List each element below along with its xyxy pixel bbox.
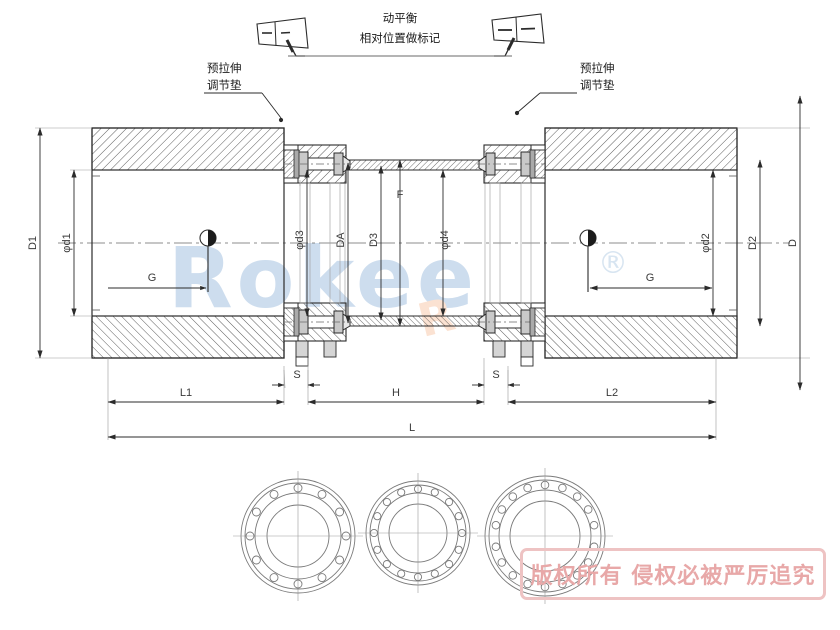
dim-label-L2: L2 [606, 387, 618, 399]
callout-left-pretension: 预拉伸 调节垫 [204, 61, 284, 123]
left-hub [91, 127, 285, 359]
dim-label-D3: D3 [368, 233, 380, 247]
top-balance-note: 动平衡 相对位置做标记 [256, 11, 545, 57]
dim-label-G-left: G [148, 272, 157, 284]
dim-label-S-right: S [492, 369, 499, 381]
top-note-line-2: 相对位置做标记 [360, 31, 441, 45]
dim-label-d2: φd2 [700, 233, 712, 252]
dim-label-D2: D2 [747, 236, 759, 250]
end-view-left-bolts [245, 483, 351, 589]
right-hub [544, 127, 738, 359]
end-view-middle [358, 473, 478, 593]
callout-right-line-2: 调节垫 [580, 78, 615, 92]
vertical-dims-right: φd2 D2 D [700, 95, 810, 391]
right-flange-assembly [477, 144, 546, 367]
dim-label-L: L [409, 422, 415, 434]
dim-label-H: H [392, 387, 400, 399]
vertical-dims-center: φd3 DA D3 F φd4 [294, 159, 451, 327]
dim-label-D1: D1 [27, 236, 39, 250]
callout-left-line-1: 预拉伸 [207, 61, 242, 75]
dim-label-d3: φd3 [294, 230, 306, 249]
end-view-middle-bolts [369, 484, 467, 582]
dim-label-S-left: S [293, 369, 300, 381]
end-view-right [477, 468, 613, 604]
end-view-left [233, 471, 363, 601]
callout-left-line-2: 调节垫 [207, 78, 242, 92]
horizontal-dims: L1 S H S L2 L [107, 358, 717, 440]
leader-G-right: G [579, 229, 713, 292]
dim-label-L1: L1 [180, 387, 192, 399]
callout-right-pretension: 预拉伸 调节垫 [514, 61, 615, 116]
leader-G-left: G [108, 229, 217, 292]
dim-label-d1: φd1 [61, 233, 73, 252]
callout-right-line-1: 预拉伸 [580, 61, 615, 75]
dim-label-G-right: G [646, 272, 655, 284]
dim-label-D: D [787, 239, 799, 247]
dim-label-F: F [397, 189, 404, 201]
end-view-right-bolts [491, 480, 599, 592]
vertical-dims-left: D1 φd1 [27, 127, 92, 359]
dim-label-d4: φd4 [439, 230, 451, 249]
top-note-line-1: 动平衡 [383, 11, 418, 25]
dim-label-DA: DA [335, 232, 347, 248]
left-flange-assembly [283, 144, 352, 367]
